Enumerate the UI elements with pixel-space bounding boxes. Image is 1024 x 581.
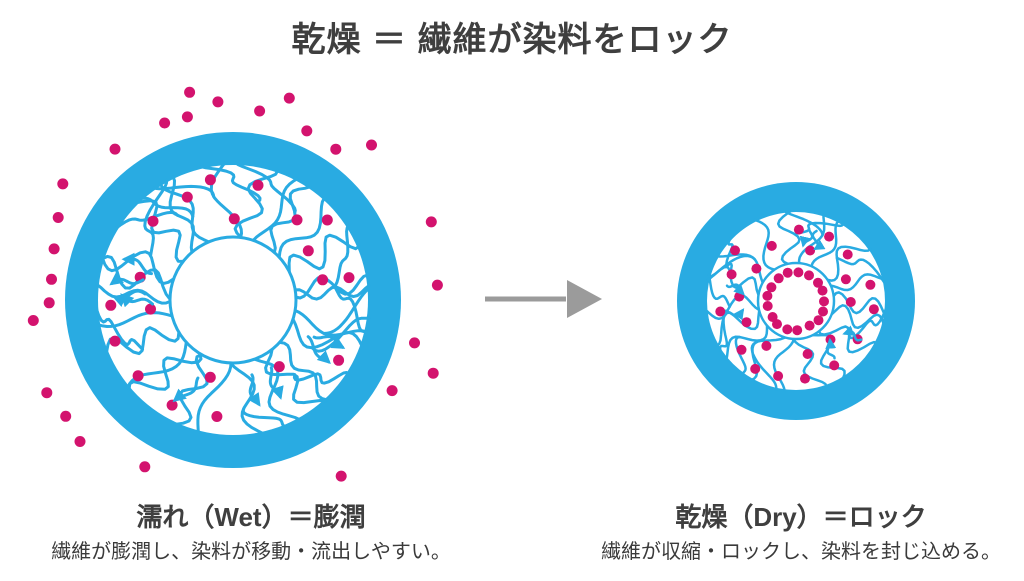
wet-caption: 濡れ（Wet）＝膨潤 繊維が膨潤し、染料が移動・流出しやすい。 <box>8 502 494 564</box>
wet-heading: 濡れ（Wet）＝膨潤 <box>136 502 366 532</box>
diagram-title: 乾燥 ＝ 繊維が染料をロック <box>291 21 733 59</box>
dye-dots-inside <box>715 224 879 384</box>
fibril-lines <box>94 161 371 436</box>
dye-dots-inside <box>105 174 355 422</box>
transition-arrow-head <box>567 280 602 318</box>
flow-arrows <box>724 227 863 360</box>
dry-caption: 乾燥（Dry）＝ロック 繊維が収縮・ロックし、染料を封じ込める。 <box>584 502 1018 564</box>
dry-fiber-cross-section <box>677 182 915 420</box>
dry-description: 繊維が収縮・ロックし、染料を封じ込める。 <box>601 541 1001 564</box>
lumen-circle <box>168 235 298 365</box>
transition-arrow <box>485 280 602 318</box>
dry-heading: 乾燥（Dry）＝ロック <box>675 502 927 532</box>
dye-dots-outside <box>27 86 443 482</box>
wet-fiber-cross-section <box>27 86 443 482</box>
fibril-lines <box>704 208 889 393</box>
dye-dots-lumen-ring <box>762 267 829 336</box>
flow-arrows <box>109 252 346 407</box>
wet-description: 繊維が膨潤し、染料が移動・流出しやすい。 <box>51 541 451 564</box>
